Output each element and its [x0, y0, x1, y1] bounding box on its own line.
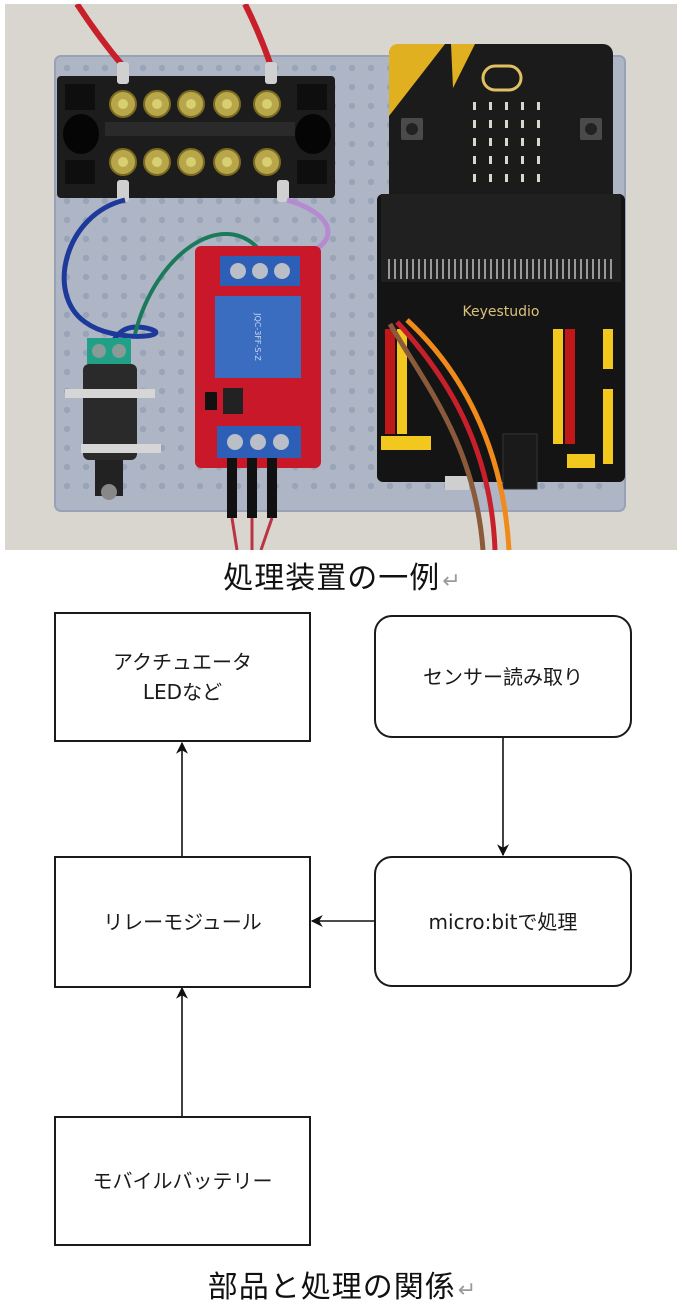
relay-label: JQC-3FF-S-Z [253, 312, 262, 361]
relay-module: JQC-3FF-S-Z [195, 246, 321, 518]
red-wire-right [242, 4, 274, 67]
servo-wires-orange [405, 318, 512, 550]
return-mark-icon: ↵ [457, 1278, 478, 1303]
device-photo: JQC-3FF-S-Z Keyestudio [5, 4, 677, 550]
microbit-board [389, 44, 613, 204]
diagram-caption-text: 部品と処理の関係 [207, 1270, 456, 1305]
terminal-block [57, 62, 335, 202]
jumper-wires [230, 517, 274, 550]
brand-label: Keyestudio [463, 304, 540, 320]
node-battery-label: モバイルバッテリー [92, 1169, 273, 1193]
node-sensor: センサー読み取り [374, 615, 632, 738]
servo-wires-red [395, 320, 498, 550]
photo-caption-text: 処理装置の一例 [223, 561, 441, 596]
node-actuator: アクチュエータ LEDなど [54, 612, 311, 742]
node-sensor-label: センサー読み取り [423, 664, 583, 689]
diagram-caption: 部品と処理の関係↵ [0, 1262, 685, 1306]
photo-caption: 処理装置の一例↵ [0, 553, 685, 597]
node-actuator-line2: LEDなど [142, 680, 223, 704]
node-actuator-line1: アクチュエータ [113, 650, 252, 674]
node-microbit-label: micro:bitで処理 [428, 909, 578, 934]
node-microbit: micro:bitで処理 [374, 856, 632, 987]
blue-wire [61, 197, 159, 350]
node-relay: リレーモジュール [54, 856, 311, 988]
servo-wires [387, 322, 486, 550]
red-wire-left [74, 4, 126, 68]
return-mark-icon: ↵ [442, 569, 462, 594]
expansion-board: Keyestudio [377, 194, 625, 490]
green-wire [133, 232, 265, 335]
dc-jack-adapter [65, 338, 161, 500]
node-battery: モバイルバッテリー [54, 1116, 311, 1246]
relationship-diagram: アクチュエータ LEDなど センサー読み取り リレーモジュール micro:bi… [0, 600, 685, 1260]
node-relay-label: リレーモジュール [103, 910, 262, 934]
